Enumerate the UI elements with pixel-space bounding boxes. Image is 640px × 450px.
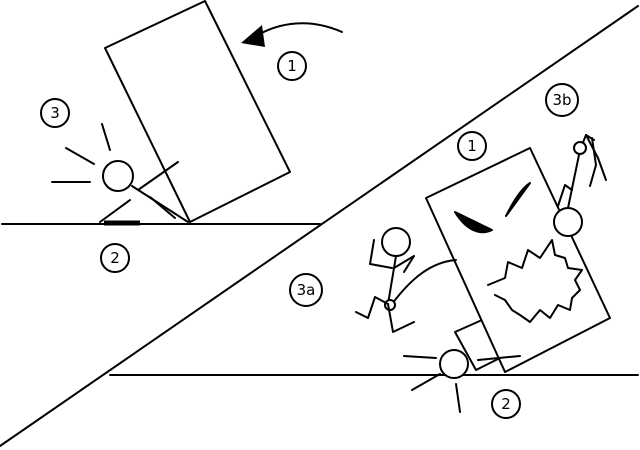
runner-leg (387, 303, 415, 333)
runner-body (387, 255, 397, 305)
runner-arm (403, 255, 415, 273)
impact-mark (455, 383, 461, 413)
crushed-arm (477, 355, 521, 361)
figure-leg (99, 199, 131, 223)
rotation-arrow-curve (255, 22, 343, 37)
impact-mark (101, 123, 111, 151)
label-text: 1 (467, 137, 477, 155)
tipping-block (104, 0, 291, 223)
climber-rope (585, 134, 607, 181)
bottom-panel: 1 3b 3a 2 (109, 83, 639, 419)
runner-leg (355, 296, 389, 319)
runner-arm (393, 255, 415, 269)
crushed-head (439, 349, 469, 379)
label-text: 2 (110, 249, 120, 267)
grab-rope (391, 259, 457, 305)
figure-arm-lower (149, 196, 176, 219)
figure-head (102, 160, 134, 192)
runner-hand (384, 299, 396, 311)
stick-figure-crushed (403, 349, 521, 413)
runner-arm (369, 263, 393, 269)
runner-arm (369, 239, 375, 265)
climber-rope (589, 137, 597, 187)
panel-divider (0, 5, 639, 447)
impact-mark (411, 373, 441, 391)
label-1-top: 1 (277, 51, 307, 81)
label-text: 3b (552, 91, 571, 109)
climber-leg (557, 184, 573, 207)
impact-mark (403, 355, 437, 359)
figure-body (131, 185, 189, 223)
rotation-arrowhead (241, 25, 265, 47)
stick-figure-running (355, 227, 457, 333)
climber-head (553, 207, 583, 237)
label-text: 3a (297, 281, 316, 299)
impact-mark (65, 147, 95, 165)
climber-body (567, 149, 581, 209)
label-3b: 3b (545, 83, 579, 117)
label-3a: 3a (289, 273, 323, 307)
stick-figure-hit (51, 123, 189, 226)
label-text: 1 (287, 57, 297, 75)
runner-head (381, 227, 411, 257)
label-text: 3 (50, 104, 60, 122)
label-3-top: 3 (40, 98, 70, 128)
label-1-bottom: 1 (457, 131, 487, 161)
top-panel: 1 3 2 (1, 0, 343, 273)
label-2-bottom: 2 (491, 389, 521, 419)
stick-figure-climbing (553, 134, 607, 237)
monster-mouth (487, 239, 583, 323)
climber-hand (573, 141, 587, 155)
label-text: 2 (501, 395, 511, 413)
label-2-top: 2 (100, 243, 130, 273)
monster-block (425, 147, 611, 373)
figure-arm (137, 161, 179, 191)
